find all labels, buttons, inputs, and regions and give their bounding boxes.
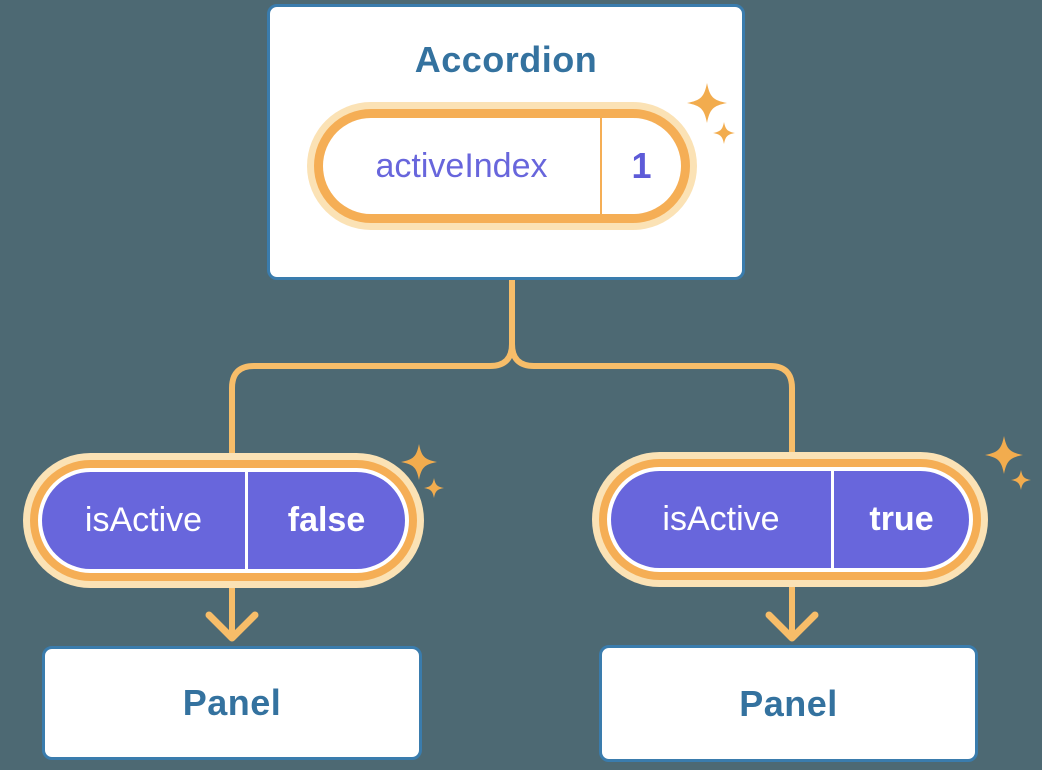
accordion-node-title: Accordion	[414, 39, 598, 80]
prop-pill-right-label: isActive	[662, 500, 780, 538]
prop-pill-left-outline: isActive false	[38, 468, 409, 573]
state-pill-label: activeIndex	[375, 146, 548, 185]
sparkle-icon	[985, 436, 1031, 490]
prop-pill-left: isActive false	[23, 453, 424, 588]
panel-node-left: Panel	[42, 646, 422, 760]
panel-left-title: Panel	[182, 682, 282, 723]
prop-pill-right-outline: isActive true	[607, 467, 973, 572]
state-pill: activeIndex 1	[307, 102, 697, 230]
panel-right-title: Panel	[739, 682, 838, 724]
arrowhead-right-icon	[765, 611, 819, 642]
panel-node-right: Panel	[599, 645, 978, 762]
prop-pill-left-value: false	[287, 501, 366, 539]
prop-pill-right-body: isActive true	[611, 471, 969, 568]
prop-pill-right-divider	[831, 471, 834, 568]
arrowhead-left-icon	[205, 611, 259, 642]
state-pill-value: 1	[631, 145, 652, 186]
prop-pill-right-value: true	[869, 500, 934, 538]
state-pill-ring: activeIndex 1	[314, 109, 690, 223]
sparkle-icon	[687, 83, 735, 144]
state-pill-inner: activeIndex 1	[323, 118, 681, 214]
connector-right-branch	[509, 343, 795, 638]
prop-pill-left-ring: isActive false	[30, 460, 417, 581]
prop-pill-left-label: isActive	[84, 501, 203, 539]
prop-pill-right-ring: isActive true	[599, 459, 981, 580]
state-pill-divider	[600, 118, 602, 214]
prop-pill-right: isActive true	[592, 452, 988, 587]
prop-pill-left-divider	[245, 472, 248, 569]
prop-pill-left-body: isActive false	[42, 472, 405, 569]
sparkle-icon	[401, 444, 444, 498]
